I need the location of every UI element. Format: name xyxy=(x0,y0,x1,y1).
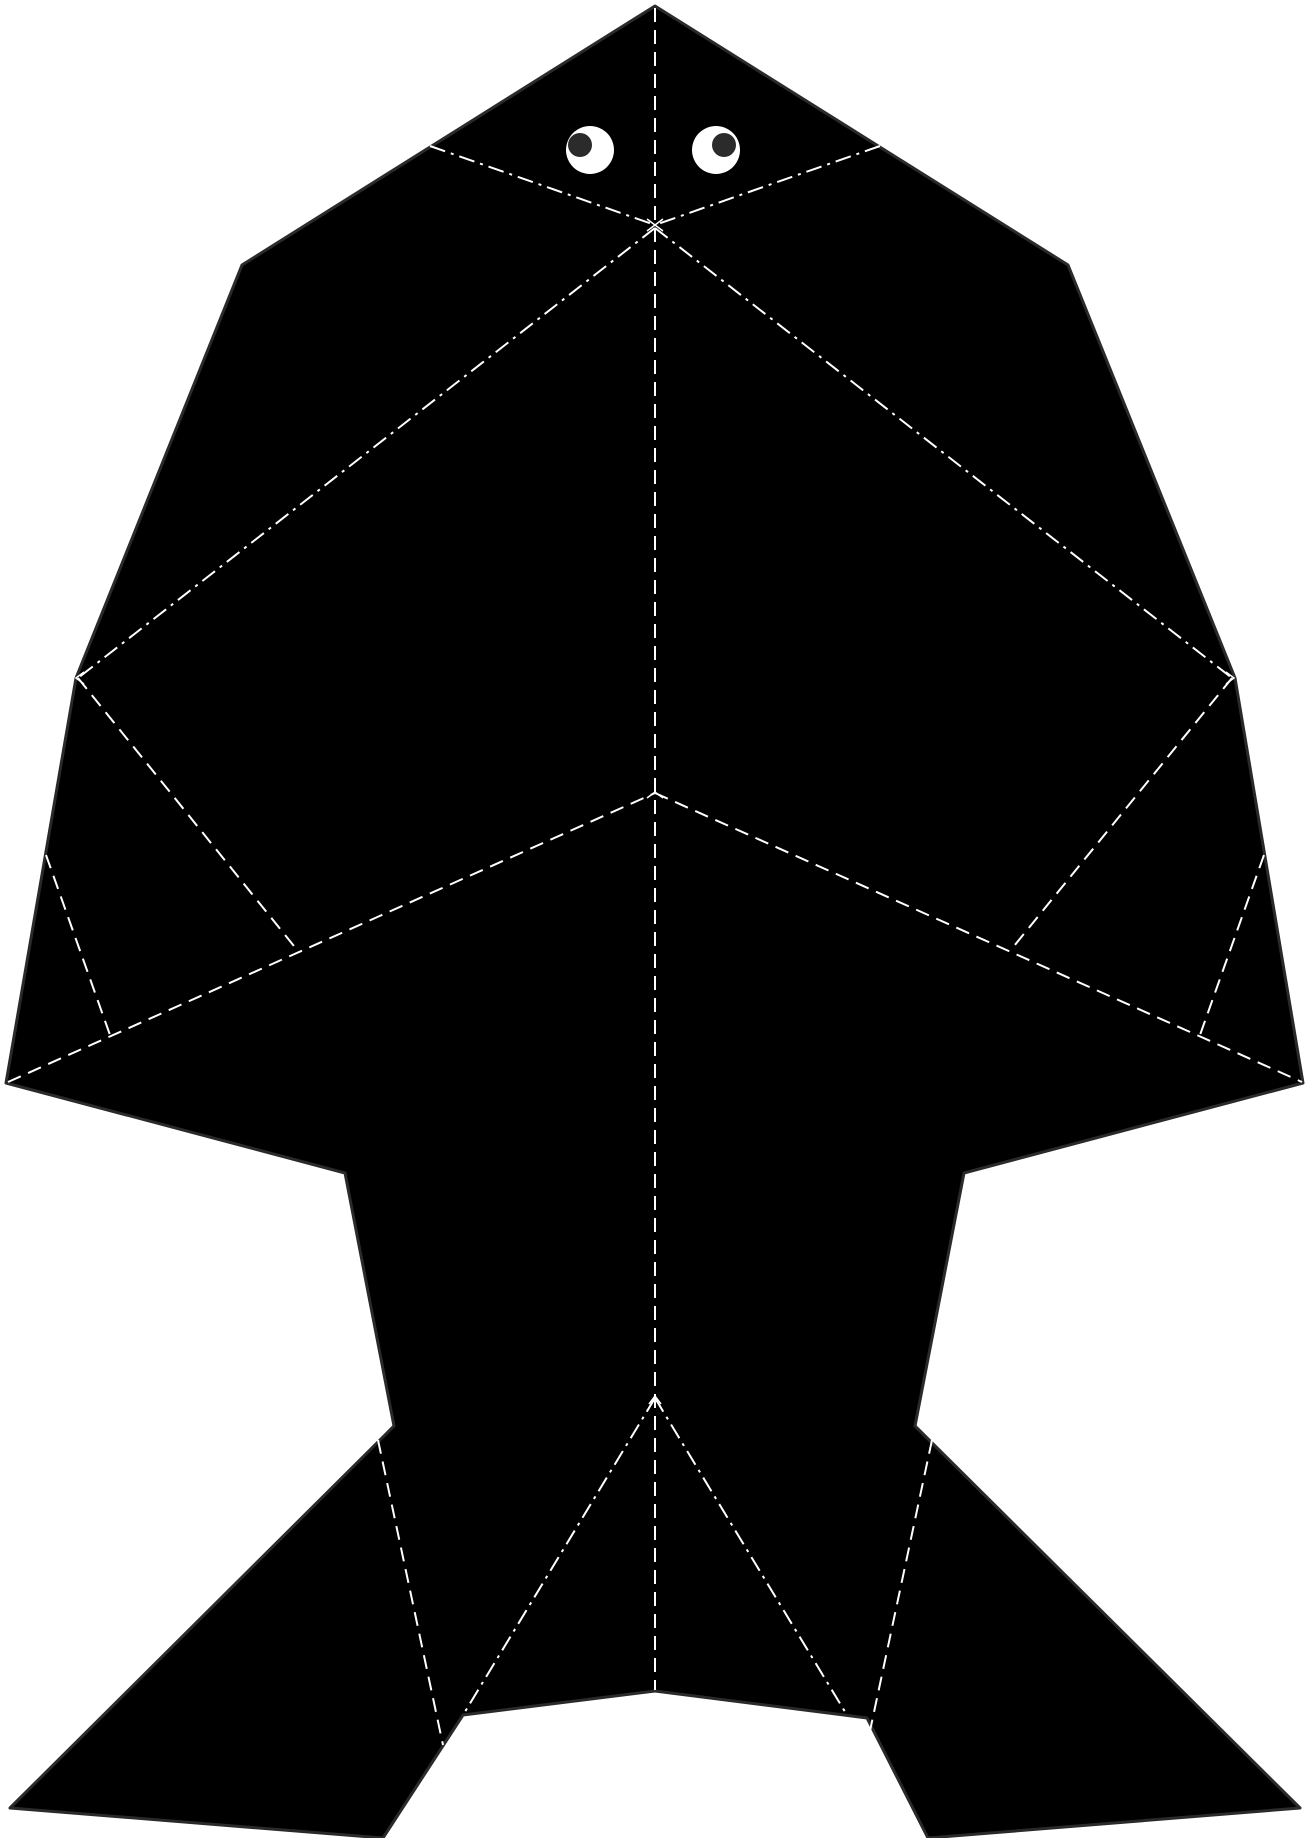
right-eye-icon xyxy=(692,126,740,174)
left-eye-icon xyxy=(566,126,614,174)
